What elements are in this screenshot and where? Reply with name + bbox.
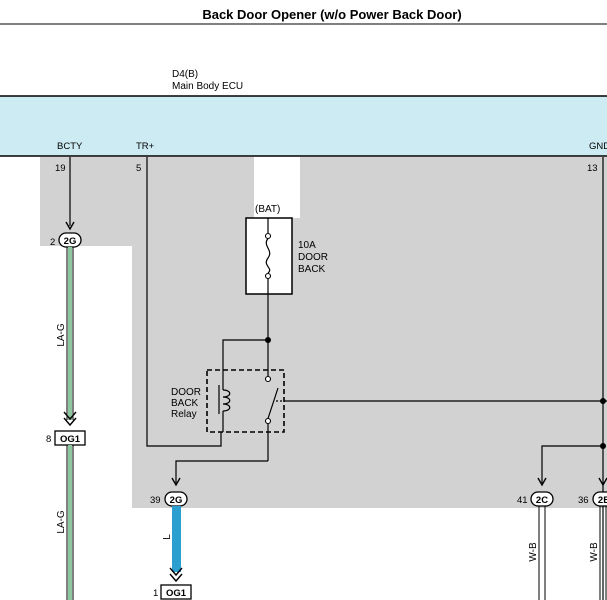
relay-label-line2: BACK [171,398,199,409]
connector-og1-bot [160,584,192,600]
connector-2b [592,491,607,507]
connector-2b-id: 2B [598,495,607,506]
connector-2b-pin: 36 [578,495,589,506]
relay-switch-icon [264,375,284,425]
wire-l [172,506,181,572]
terminal-bcty-name: BCTY [57,141,83,152]
diagram-title: Back Door Opener (w/o Power Back Door) [202,7,461,22]
wire-lag-lower [66,445,74,600]
fuse-rating: 10A [298,240,316,251]
arrow-2g-low [171,477,181,487]
relay-label-line1: DOOR [171,387,201,398]
connector-og1-mid-id: OG1 [60,434,81,445]
fuse-name-line2: BACK [298,264,326,275]
connector-2g-low-id: 2G [170,495,183,506]
terminal-gnd-pin: 13 [587,163,598,174]
wire-to-2g-low [175,460,268,483]
ecu-name: Main Body ECU [172,81,243,92]
terminal-trplus-name: TR+ [136,141,155,152]
connector-2g-top-id: 2G [64,236,77,247]
fuse-supply-label: (BAT) [255,204,280,215]
bat-notch [254,157,300,218]
wire-lag-lower-label: LA-G [56,510,67,534]
wire-wb-2b [599,506,607,600]
connector-2g-low-pin: 39 [150,495,161,506]
connector-2c [530,491,554,507]
wire-trplus [146,157,222,447]
shaded-region-main [132,157,607,508]
terminal-trplus-pin: 5 [136,163,141,174]
chevron-og1-mid [63,411,77,427]
wire-wb-2c [538,506,546,600]
terminal-gnd-name: GND [589,141,607,152]
junction-gnd-relay [600,398,606,404]
wire-wb-2b-label: W-B [589,542,600,562]
ecu-code: D4(B) [172,69,198,80]
terminal-bcty-pin: 19 [55,163,66,174]
connector-2c-id: 2C [536,495,548,506]
ecu-band [0,95,607,157]
connector-og1-bot-pin: 1 [153,588,158,599]
arrow-2b [598,477,607,487]
connector-2g-top-pin: 2 [50,237,55,248]
wire-lag-upper [66,247,74,420]
wire-wb-2c-label: W-B [528,542,539,562]
connector-og1-bot-id: OG1 [166,588,187,599]
shaded-region-upper [40,157,300,246]
connector-2c-pin: 41 [517,495,528,506]
arrow-bcty-2g [65,221,75,231]
fuse-name-line1: DOOR [298,252,328,263]
fuse-icon [265,238,271,274]
arrow-2c [537,477,547,487]
relay-coil-icon [218,384,231,432]
wire-gnd-branch [541,445,603,483]
relay-label-line3: Relay [171,409,197,420]
fuse-terminal-top [264,232,272,240]
chevron-og1-bot [169,567,183,583]
wire-l-label: L [162,534,173,540]
fuse-terminal-bottom [264,272,272,280]
connector-og1-mid-pin: 8 [46,434,51,445]
wire-lag-upper-label: LA-G [56,323,67,347]
